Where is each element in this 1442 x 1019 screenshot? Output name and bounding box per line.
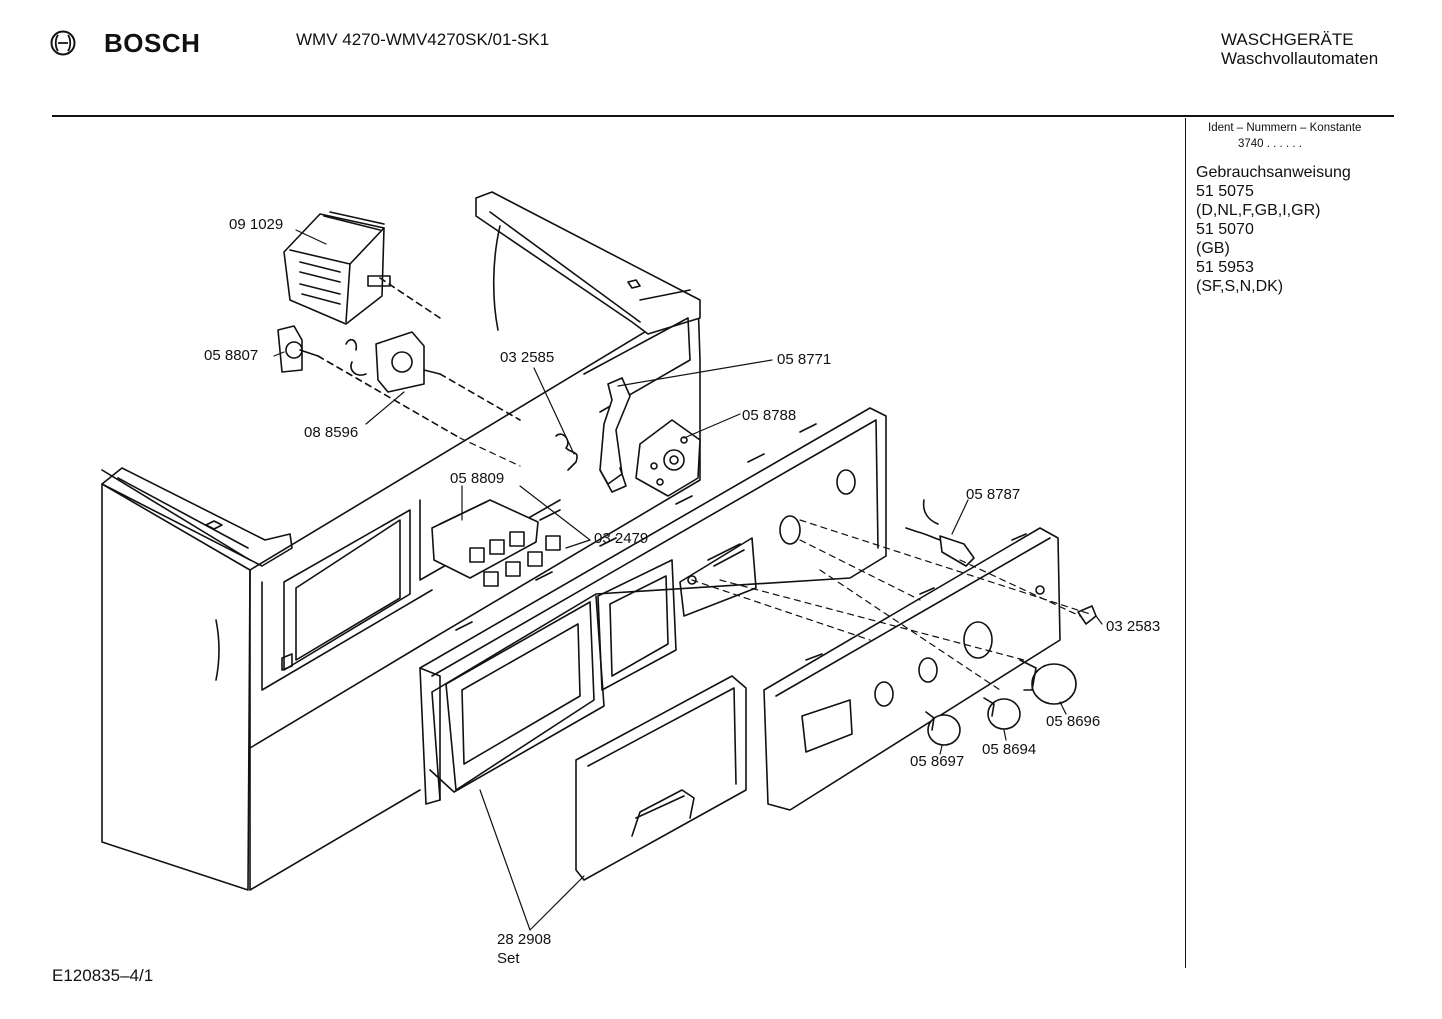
leader-lines (273, 229, 1103, 931)
selector-lever (555, 377, 631, 493)
part-label-panel-screw: 03 2583 (1106, 618, 1161, 635)
part-label-switch-clip: 03 2479 (594, 530, 649, 547)
cabinet-frame (101, 191, 701, 891)
indicator-lamp (905, 499, 975, 567)
exploded-view-drawing (101, 191, 1103, 931)
front-control-panel (763, 527, 1061, 811)
header-divider (52, 115, 1394, 117)
part-label-cam-disc: 05 8788 (742, 407, 797, 424)
info-line: 51 5953 (1196, 259, 1254, 276)
panel-screw (1077, 605, 1097, 625)
cam-disc (635, 419, 701, 497)
control-knobs (925, 659, 1077, 746)
info-line: 51 5070 (1196, 221, 1254, 238)
part-label-lever: 05 8771 (777, 351, 832, 368)
thermostat-switch (345, 331, 521, 421)
switch-block (431, 499, 561, 587)
part-label-potentiometer: 05 8807 (204, 347, 259, 364)
part-label-switch-block: 05 8809 (450, 470, 505, 487)
part-label-timer: 09 1029 (229, 216, 284, 233)
drawing-id: E120835–4/1 (52, 966, 154, 985)
model-number: WMV 4270-WMV4270SK/01-SK1 (296, 30, 550, 49)
info-line: Gebrauchsanweisung (1196, 164, 1351, 181)
programme-timer (283, 211, 441, 325)
potentiometer (277, 325, 461, 439)
part-label-small-knob: 05 8697 (910, 753, 965, 770)
category-subtitle: Waschvollautomaten (1221, 49, 1379, 68)
brand-name: BOSCH (104, 28, 201, 58)
ident-heading: Ident – Nummern – Konstante (1208, 122, 1362, 134)
part-label-large-knob: 05 8696 (1046, 713, 1101, 730)
info-line: 51 5075 (1196, 183, 1254, 200)
part-label-set-note: Set (497, 950, 520, 967)
part-label-panel-set: 28 2908 (497, 931, 552, 948)
dispenser-flap (575, 675, 747, 881)
part-label-spring: 03 2585 (500, 349, 555, 366)
bosch-armature-icon (50, 30, 76, 56)
side-panel-divider (1185, 118, 1186, 968)
ident-value: 3740 . . . . . . (1238, 138, 1302, 150)
info-line: (SF,S,N,DK) (1196, 278, 1284, 295)
explode-lines (459, 437, 1091, 691)
part-label-medium-knob: 05 8694 (982, 741, 1037, 758)
category-title: WASCHGERÄTE (1221, 30, 1354, 49)
info-line: (D,NL,F,GB,I,GR) (1196, 202, 1321, 219)
info-line: (GB) (1196, 240, 1230, 257)
part-label-thermostat: 08 8596 (304, 424, 359, 441)
part-label-indicator-lamp: 05 8787 (966, 486, 1021, 503)
control-panel-frame (419, 407, 887, 805)
